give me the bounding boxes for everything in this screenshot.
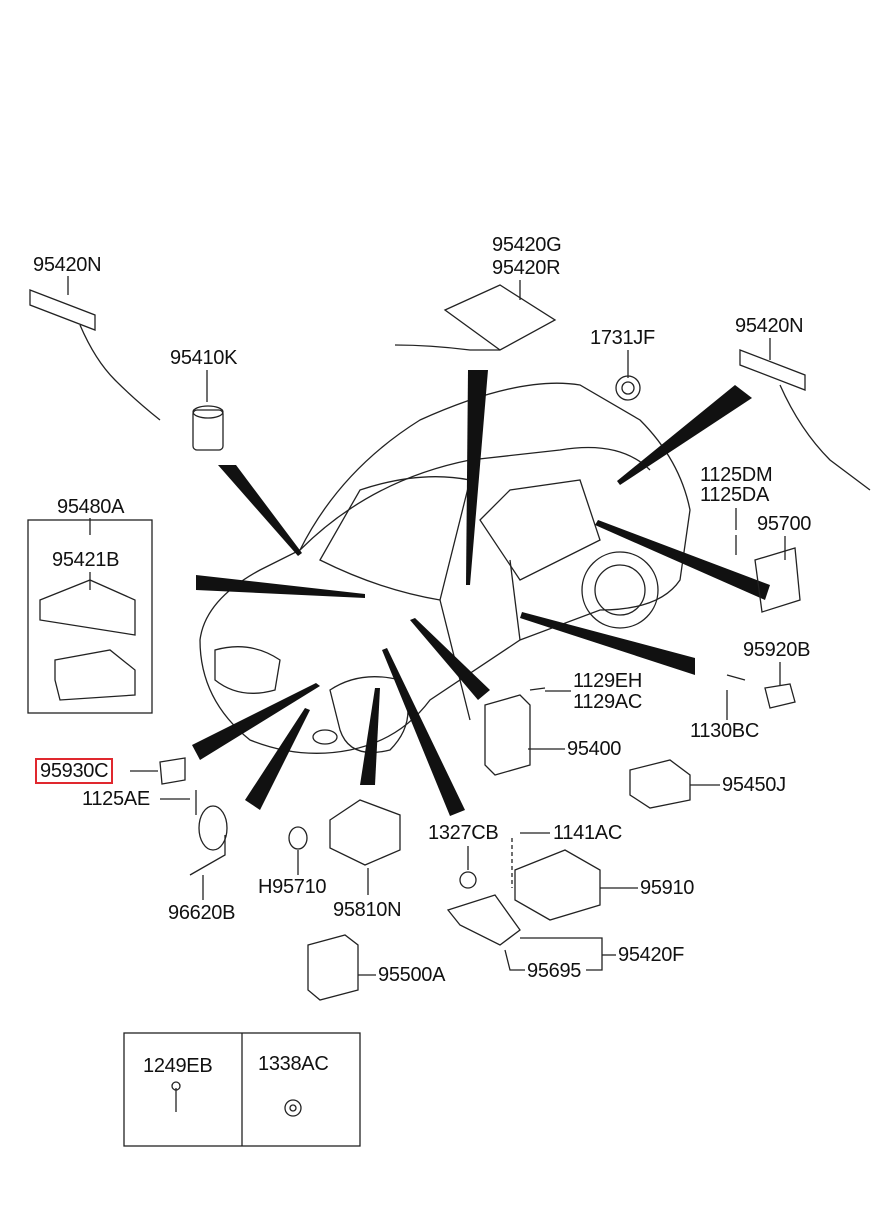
part-label-95695[interactable]: 95695 bbox=[527, 960, 582, 982]
part-label-95420g[interactable]: 95420G bbox=[492, 234, 562, 256]
part-label-95421b[interactable]: 95421B bbox=[52, 549, 120, 571]
component-sketches bbox=[29, 284, 871, 1117]
part-label-1141ac[interactable]: 1141AC bbox=[553, 822, 622, 844]
part-label-95400[interactable]: 95400 bbox=[567, 738, 622, 760]
part-label-h95710[interactable]: H95710 bbox=[258, 876, 327, 898]
part-label-95920b[interactable]: 95920B bbox=[743, 639, 811, 661]
part-label-96620b[interactable]: 96620B bbox=[168, 902, 236, 924]
part-label-95420r[interactable]: 95420R bbox=[492, 257, 561, 279]
part-label-1129eh[interactable]: 1129EH bbox=[573, 670, 642, 692]
part-label-95700[interactable]: 95700 bbox=[757, 513, 812, 535]
leader-lines bbox=[67, 276, 786, 976]
part-label-1125da[interactable]: 1125DA bbox=[700, 484, 769, 506]
part-label-1249eb[interactable]: 1249EB bbox=[143, 1055, 213, 1077]
part-label-95420n-left[interactable]: 95420N bbox=[33, 254, 102, 276]
part-label-95450j[interactable]: 95450J bbox=[722, 774, 786, 796]
part-label-95910[interactable]: 95910 bbox=[640, 877, 695, 899]
part-label-95480a[interactable]: 95480A bbox=[57, 496, 125, 518]
part-label-1129ac[interactable]: 1129AC bbox=[573, 691, 642, 713]
part-label-1327cb[interactable]: 1327CB bbox=[428, 822, 499, 844]
part-label-95500a[interactable]: 95500A bbox=[378, 964, 446, 986]
kit-box-95480a bbox=[27, 519, 153, 714]
part-label-1125ae[interactable]: 1125AE bbox=[82, 788, 150, 810]
part-label-1338ac[interactable]: 1338AC bbox=[258, 1053, 329, 1075]
part-label-1125dm[interactable]: 1125DM bbox=[700, 464, 773, 486]
part-label-95930c-highlighted[interactable]: 95930C bbox=[35, 758, 114, 784]
part-label-1731jf[interactable]: 1731JF bbox=[590, 327, 655, 349]
part-label-1130bc[interactable]: 1130BC bbox=[690, 720, 759, 742]
leader-wedges bbox=[192, 370, 770, 816]
vehicle-illustration bbox=[199, 382, 691, 754]
part-label-95810n[interactable]: 95810N bbox=[333, 899, 402, 921]
part-label-95420n-right[interactable]: 95420N bbox=[735, 315, 804, 337]
part-label-95410k[interactable]: 95410K bbox=[170, 347, 238, 369]
part-label-95420f[interactable]: 95420F bbox=[618, 944, 685, 966]
